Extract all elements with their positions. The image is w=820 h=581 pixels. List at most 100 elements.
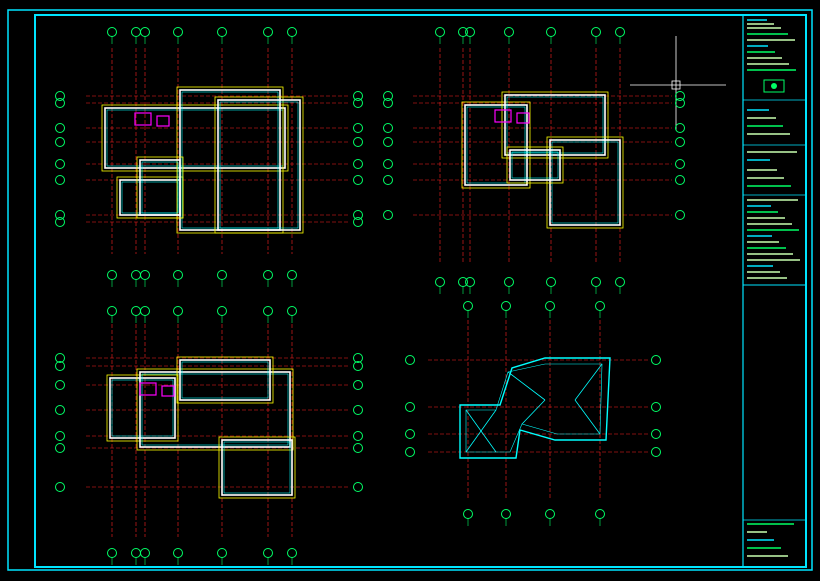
grid-bubble <box>675 123 685 133</box>
room-inner <box>141 373 289 446</box>
roof-outline <box>459 357 611 459</box>
fixture <box>156 115 170 127</box>
roof-ridge <box>574 399 601 435</box>
grid-bubble <box>383 210 393 220</box>
grid-bubble <box>675 98 685 108</box>
grid-bubble <box>353 217 363 227</box>
wall-outline <box>104 107 286 169</box>
grid-bubble <box>55 137 65 147</box>
grid-bubble <box>353 353 363 363</box>
grid-bubble <box>353 159 363 169</box>
wall-outline <box>504 94 606 156</box>
roof-ridge <box>465 409 497 453</box>
wall-axis-yellow <box>136 156 184 219</box>
plan-second-floor <box>383 27 685 294</box>
wall-outline <box>139 371 291 448</box>
grid-bubble <box>353 98 363 108</box>
fixture <box>516 112 530 124</box>
fixture <box>134 112 152 126</box>
grid-bubble <box>675 159 685 169</box>
grid-bubble <box>383 123 393 133</box>
room-inner <box>181 361 269 399</box>
grid-bubble <box>675 137 685 147</box>
grid-bubble <box>55 123 65 133</box>
wall-outline <box>221 439 293 496</box>
plan-ground-floor <box>55 27 363 287</box>
drawing-frame <box>7 9 813 571</box>
room-inner <box>141 161 179 214</box>
wall-axis-yellow <box>461 101 531 189</box>
fixture <box>161 385 175 397</box>
wall-axis-yellow <box>218 436 296 499</box>
room-inner <box>466 106 526 184</box>
grid-bubble <box>675 175 685 185</box>
wall-axis-yellow <box>176 356 274 404</box>
grid-bubble <box>405 429 415 439</box>
wall-outline <box>217 99 301 231</box>
plan-third-floor <box>55 306 363 565</box>
wall-outline <box>179 359 271 401</box>
grid-bubble <box>55 175 65 185</box>
grid-bubble <box>383 137 393 147</box>
roof-ridge <box>507 371 546 401</box>
grid-bubble <box>55 98 65 108</box>
grid-bubble <box>353 443 363 453</box>
wall-axis-yellow <box>501 91 609 159</box>
wall-axis-yellow <box>546 136 624 229</box>
grid-bubble <box>55 91 65 101</box>
fixture <box>494 109 512 123</box>
fixture <box>139 382 157 396</box>
grid-bubble <box>383 91 393 101</box>
grid-bubble <box>353 175 363 185</box>
title-block <box>742 15 806 567</box>
grid-bubble <box>55 159 65 169</box>
grid-bubble <box>405 402 415 412</box>
grid-bubble <box>383 175 393 185</box>
wall-outline <box>549 139 621 226</box>
grid-bubble <box>353 482 363 492</box>
grid-bubble <box>55 380 65 390</box>
wall-axis-yellow <box>101 104 289 172</box>
wall-outline <box>109 377 176 439</box>
grid-bubble <box>55 431 65 441</box>
wall-outline <box>509 149 561 181</box>
grid-bubble <box>353 431 363 441</box>
roof-ridge <box>574 363 603 401</box>
room-inner <box>551 141 619 224</box>
room-inner <box>111 379 174 437</box>
roof-eave <box>459 357 611 459</box>
room-inner <box>511 151 559 179</box>
wall-axis-yellow <box>136 368 294 451</box>
grid-bubble <box>55 210 65 220</box>
grid-bubble <box>353 123 363 133</box>
grid-bubble <box>353 137 363 147</box>
room-inner <box>223 441 291 494</box>
grid-bubble <box>55 361 65 371</box>
grid-bubble <box>651 447 661 457</box>
grid-bubble <box>55 217 65 227</box>
room-inner <box>506 96 604 154</box>
grid-bubble <box>353 361 363 371</box>
crosshair-icon <box>630 36 726 130</box>
grid-bubble <box>675 91 685 101</box>
wall-outline <box>464 104 528 186</box>
grid-bubble <box>383 98 393 108</box>
grid-bubble <box>55 482 65 492</box>
grid-bubble <box>675 210 685 220</box>
wall-axis-yellow <box>106 374 179 442</box>
grid-bubble <box>353 91 363 101</box>
grid-bubble <box>383 159 393 169</box>
grid-bubble <box>651 355 661 365</box>
grid-bubble <box>353 405 363 415</box>
grid-bubble <box>353 380 363 390</box>
wall-axis-yellow <box>214 96 304 234</box>
grid-bubble <box>405 355 415 365</box>
grid-bubble <box>55 353 65 363</box>
grid-bubble <box>651 402 661 412</box>
grid-bubble <box>55 405 65 415</box>
wall-axis-yellow <box>506 146 564 184</box>
grid-bubble <box>651 429 661 439</box>
room-inner <box>219 101 299 229</box>
roof-ridge <box>521 399 546 425</box>
